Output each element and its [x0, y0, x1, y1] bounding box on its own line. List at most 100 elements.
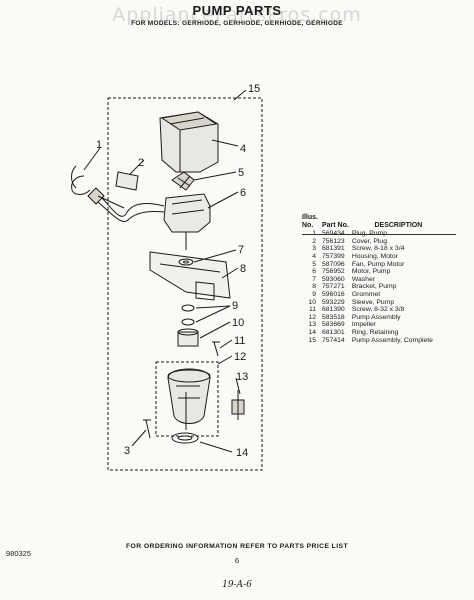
- table-row: 1 569434 Plug, Pump: [302, 230, 436, 238]
- illus-no-cell: 5: [312, 260, 316, 268]
- model-list: FOR MODELS: GERHIODE, GERHIODE, GERHIODE…: [131, 20, 343, 27]
- document-number: 980325: [6, 549, 32, 558]
- page-number: 6: [234, 556, 240, 565]
- table-row: 7 593060 Washer: [302, 276, 436, 284]
- callout-10: 10: [232, 317, 244, 329]
- part-no-cell: 681390: [322, 306, 345, 314]
- description-cell: Screw, 8-32 x 3/8: [351, 306, 405, 314]
- table-row: 15 757414 Pump Assembly, Complete: [302, 337, 436, 345]
- callout-7: 7: [238, 244, 244, 256]
- table-row: 10 593229 Sleeve, Pump: [302, 299, 436, 307]
- callout-12: 12: [234, 351, 246, 363]
- callout-1: 1: [96, 139, 102, 151]
- table-row: 9 596016 Grommet: [302, 291, 436, 299]
- grommet-part: [181, 304, 195, 312]
- retaining-ring-part: [171, 432, 199, 444]
- part-no-cell: 569434: [322, 230, 345, 238]
- col-part-header: Part No.: [322, 221, 349, 229]
- table-row: 11 681390 Screw, 8-32 x 3/8: [302, 306, 436, 314]
- pump-assembly-box: [155, 361, 219, 437]
- description-cell: Cover, Plug: [351, 237, 387, 245]
- part-no-cell: 681301: [322, 328, 345, 336]
- callout-5: 5: [238, 167, 244, 179]
- part-no-cell: 757399: [322, 252, 345, 260]
- illus-no-cell: 12: [308, 313, 316, 321]
- illus-no-cell: 15: [308, 336, 316, 344]
- description-cell: Plug, Pump: [351, 230, 387, 238]
- part-no-cell: 593060: [322, 275, 345, 283]
- table-row: 12 583518 Pump Assembly: [302, 314, 436, 322]
- table-row: 3 681391 Screw, 8-18 x 3/4: [302, 245, 436, 253]
- page-title: PUMP PARTS: [192, 3, 282, 18]
- part-no-cell: 757271: [322, 283, 345, 291]
- description-cell: Pump Assembly, Complete: [351, 336, 433, 344]
- motor-part: [163, 193, 211, 233]
- callout-9: 9: [232, 300, 238, 312]
- illus-no-cell: 11: [308, 306, 316, 314]
- illus-no-cell: 3: [312, 245, 316, 253]
- table-row: 13 583669 Impeller: [302, 321, 436, 329]
- watermark: AppliancePartsPros.com: [112, 4, 362, 26]
- description-cell: Impeller: [351, 321, 377, 329]
- table-row: 5 587096 Fan, Pump Motor: [302, 261, 436, 269]
- table-header-rule: [302, 234, 456, 235]
- part-no-cell: 756952: [322, 268, 345, 276]
- table-row: 4 757399 Housing, Motor: [302, 253, 436, 261]
- part-no-cell: 583669: [322, 321, 345, 329]
- col-desc-header: DESCRIPTION: [374, 221, 423, 229]
- washer-part: [178, 258, 194, 266]
- callout-6: 6: [240, 187, 246, 199]
- illus-no-cell: 10: [308, 298, 316, 306]
- illus-no-cell: 9: [312, 290, 316, 298]
- screw-3-part: [143, 419, 151, 439]
- screw-11-part: [212, 341, 220, 357]
- description-cell: Ring, Retaining: [351, 328, 399, 336]
- callout-3: 3: [124, 445, 130, 457]
- callout-8: 8: [240, 263, 246, 275]
- description-cell: Motor, Pump: [351, 268, 391, 276]
- description-cell: Sleeve, Pump: [351, 298, 395, 306]
- callout-4: 4: [240, 143, 246, 155]
- parts-table-header: Illus. No. Part No. DESCRIPTION: [302, 214, 436, 230]
- part-no-cell: 587096: [322, 260, 345, 268]
- callout-11: 11: [234, 335, 245, 347]
- part-no-cell: 596016: [322, 290, 345, 298]
- description-cell: Fan, Pump Motor: [351, 260, 405, 268]
- description-cell: Housing, Motor: [351, 252, 398, 260]
- illus-no-cell: 7: [312, 275, 316, 283]
- assembly-15-outline: [107, 97, 263, 471]
- callout-2: 2: [138, 157, 144, 169]
- part-no-cell: 593229: [322, 298, 345, 306]
- table-row: 14 681301 Ring, Retaining: [302, 329, 436, 337]
- col-illus-header: Illus. No.: [302, 214, 318, 229]
- handwritten-code: 19-A-6: [222, 580, 252, 590]
- part-no-cell: 757414: [322, 336, 345, 344]
- pump-sleeve-part: [177, 331, 199, 347]
- pump-body-part: [167, 368, 211, 424]
- description-cell: Pump Assembly: [351, 313, 401, 321]
- illus-no-cell: 8: [312, 283, 316, 291]
- callout-14: 14: [236, 447, 248, 459]
- illus-no-cell: 4: [312, 252, 316, 260]
- pump-bracket-part: [149, 251, 231, 299]
- illus-no-cell: 6: [312, 268, 316, 276]
- part-no-cell: 756123: [322, 237, 345, 245]
- description-cell: Grommet: [351, 290, 381, 298]
- callout-13: 13: [236, 371, 248, 383]
- part-no-cell: 681391: [322, 245, 345, 253]
- illus-no-cell: 14: [308, 328, 316, 336]
- illus-no-cell: 1: [312, 230, 316, 238]
- illus-no-cell: 2: [312, 237, 316, 245]
- description-cell: Screw, 8-18 x 3/4: [351, 245, 405, 253]
- part-no-cell: 583518: [322, 313, 345, 321]
- callout-15: 15: [248, 83, 260, 95]
- table-row: 2 756123 Cover, Plug: [302, 238, 436, 246]
- ordering-note: FOR ORDERING INFORMATION REFER TO PARTS …: [125, 543, 349, 550]
- illus-no-cell: 13: [308, 321, 316, 329]
- table-row: 6 756952 Motor, Pump: [302, 268, 436, 276]
- description-cell: Washer: [351, 275, 376, 283]
